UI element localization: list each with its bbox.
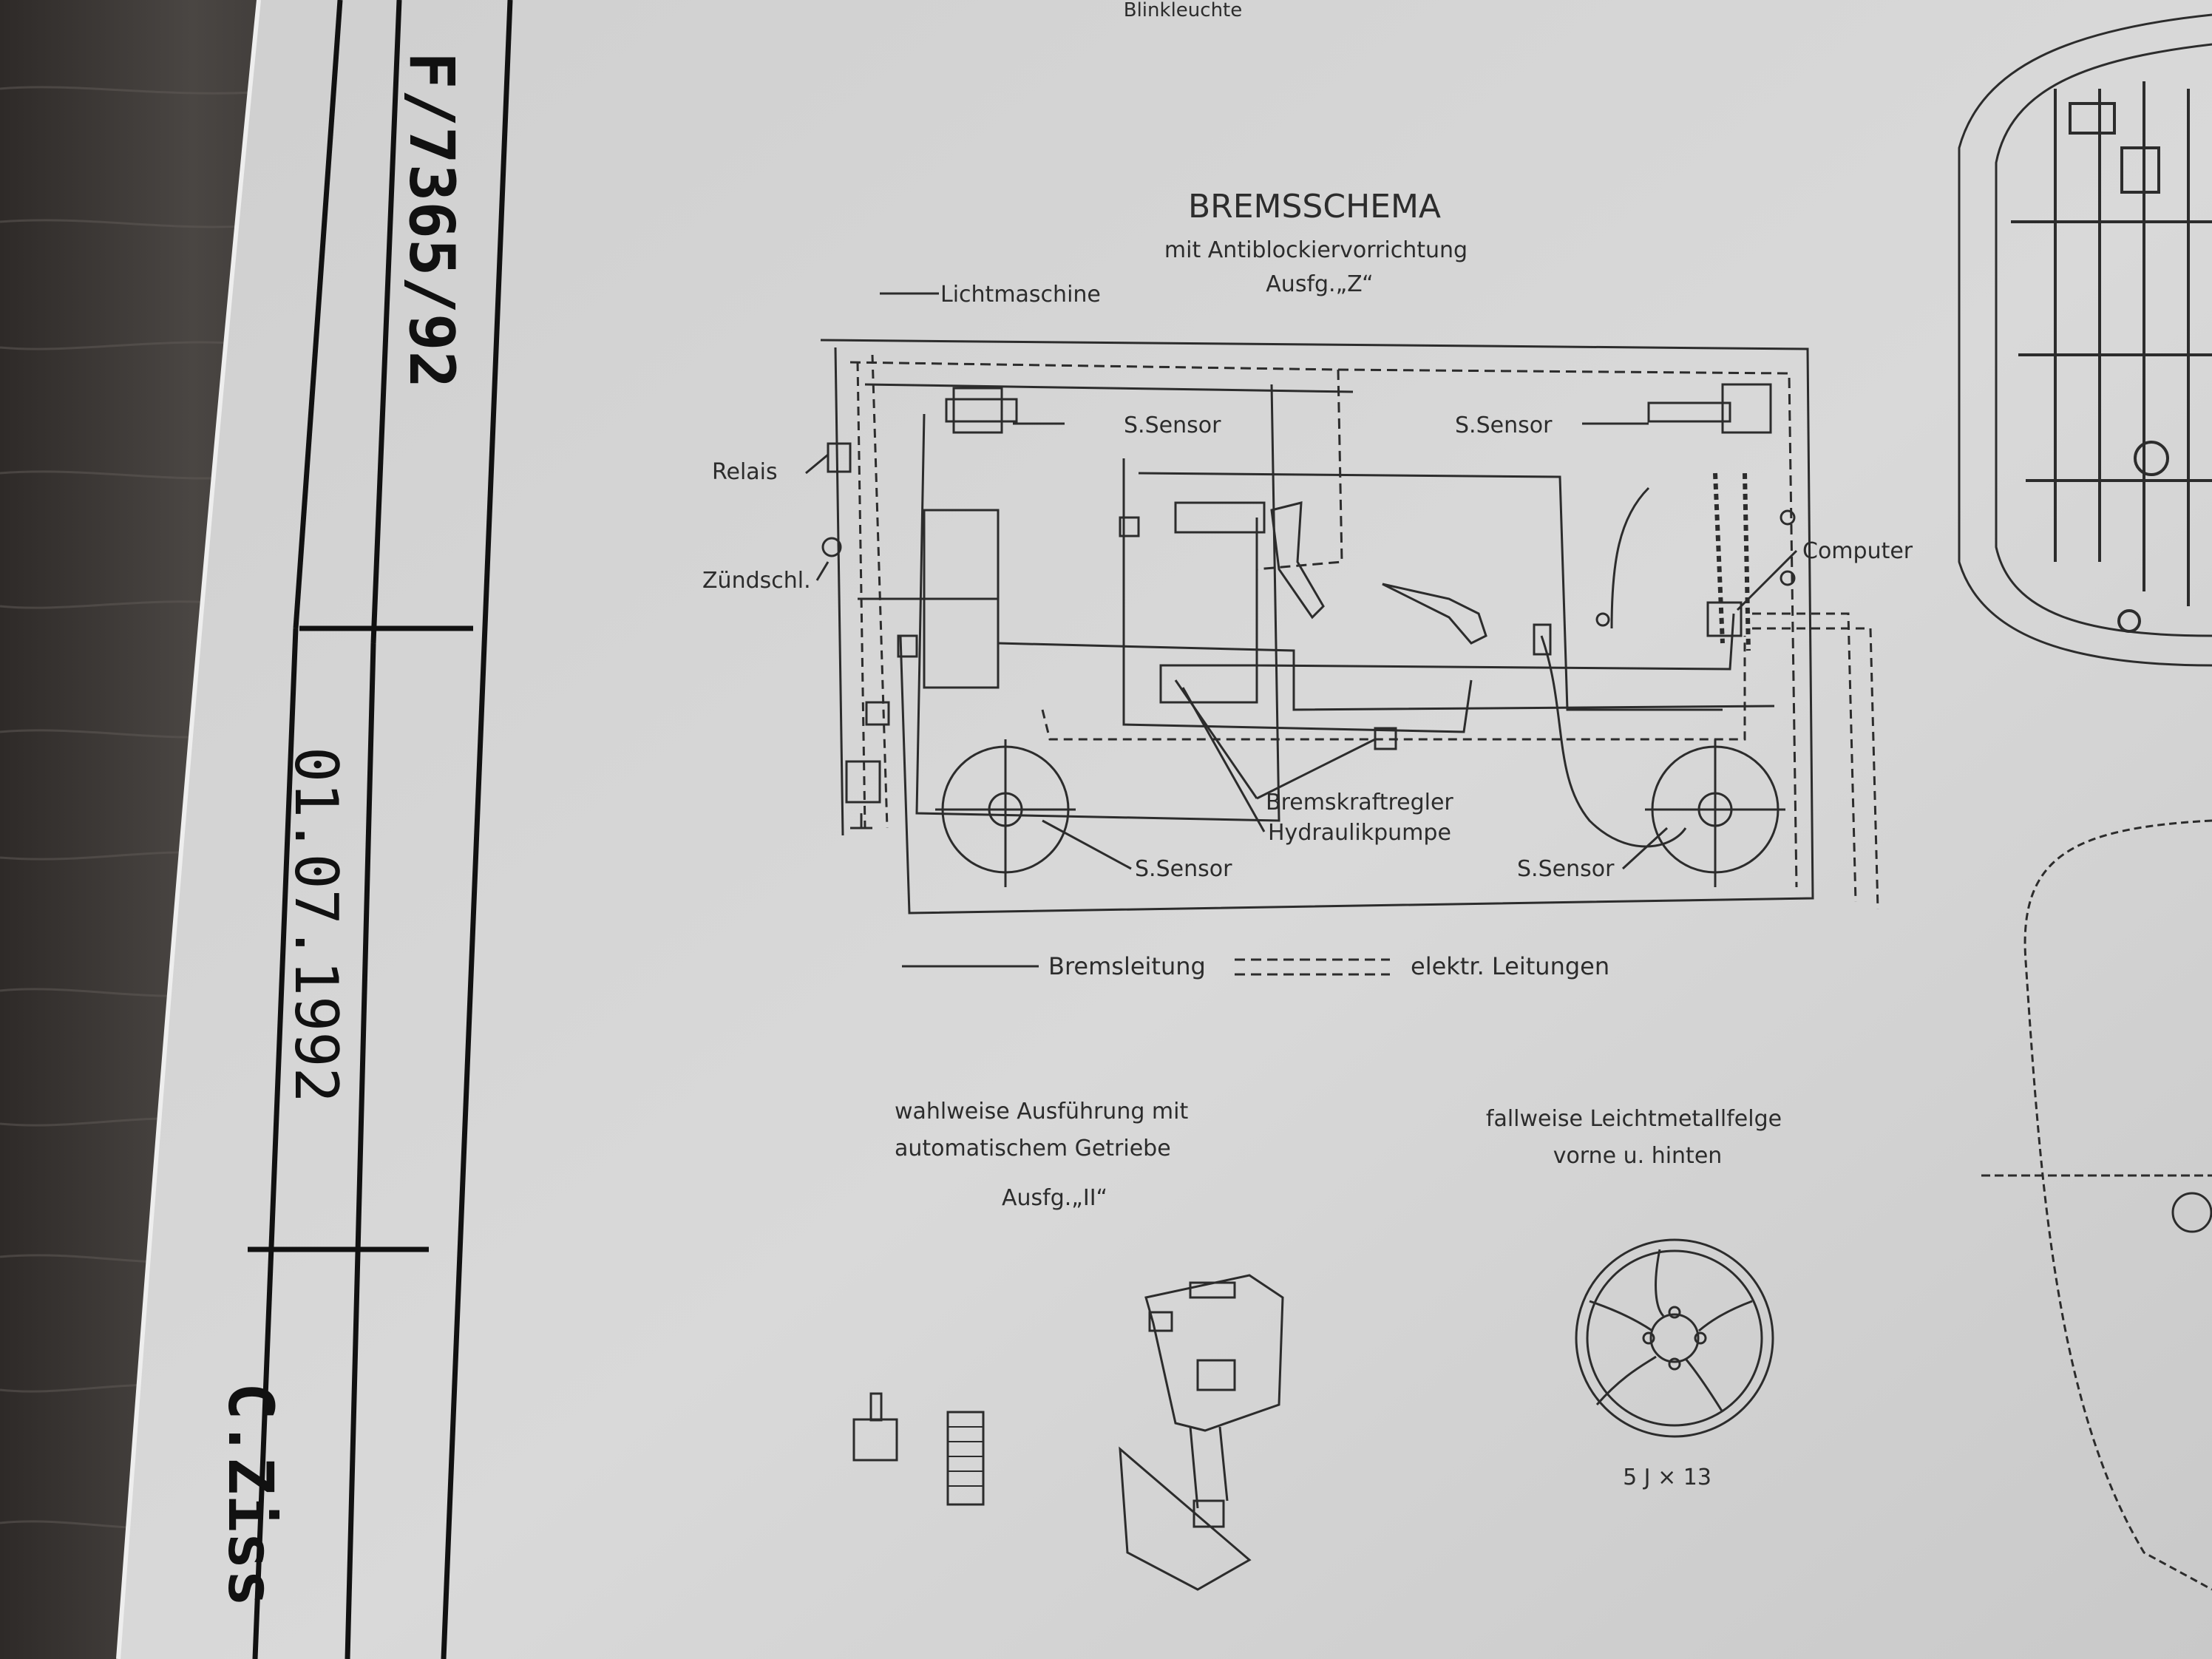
label-sensor-fr: S.Sensor [1455, 413, 1553, 438]
diagram-title: BREMSSCHEMA [1188, 188, 1441, 225]
label-sensor-rl: S.Sensor [1135, 856, 1232, 882]
top-label: Blinkleuchte [1124, 0, 1242, 21]
diagram-variant: Ausfg.„Z“ [1266, 271, 1373, 297]
legend-lines [902, 958, 1390, 976]
label-lichtmaschine: Lichtmaschine [940, 282, 1101, 308]
auto-trans-line3: Ausfg.„II“ [1002, 1185, 1107, 1211]
doc-number: F/7365/92 [396, 52, 468, 388]
label-hydraulikpumpe: Hydraulikpumpe [1268, 820, 1451, 846]
doc-date: 01.07.1992 [282, 747, 350, 1103]
car-top-view-drawing [1958, 13, 2212, 1591]
rim-size: 5 J × 13 [1623, 1465, 1711, 1490]
auto-trans-line2: automatischem Getriebe [895, 1136, 1171, 1161]
label-zuendschl: Zündschl. [702, 568, 811, 594]
label-sensor-rr: S.Sensor [1517, 856, 1615, 882]
label-bremskraftregler: Bremskraftregler [1266, 790, 1453, 815]
auto-trans-line1: wahlweise Ausführung mit [895, 1099, 1188, 1124]
title-block-frame [248, 0, 513, 1659]
paper-sheet [118, 0, 2212, 1659]
brake-schematic [805, 292, 1879, 915]
doc-author: C.Ziss [214, 1382, 287, 1607]
diagram-subtitle: mit Antiblockiervorrichtung [1164, 237, 1468, 263]
rim-line2: vorne u. hinten [1553, 1143, 1723, 1169]
rim-line1: fallweise Leichtmetallfelge [1486, 1106, 1782, 1132]
label-computer: Computer [1802, 538, 1913, 564]
legend-brake-line: Bremsleitung [1048, 952, 1206, 980]
label-relais: Relais [712, 459, 778, 485]
legend-electric-lines: elektr. Leitungen [1411, 952, 1609, 980]
gear-selector-drawing [852, 1274, 1284, 1591]
label-sensor-fl: S.Sensor [1124, 413, 1221, 438]
alloy-rim-drawing [1575, 1238, 1774, 1438]
